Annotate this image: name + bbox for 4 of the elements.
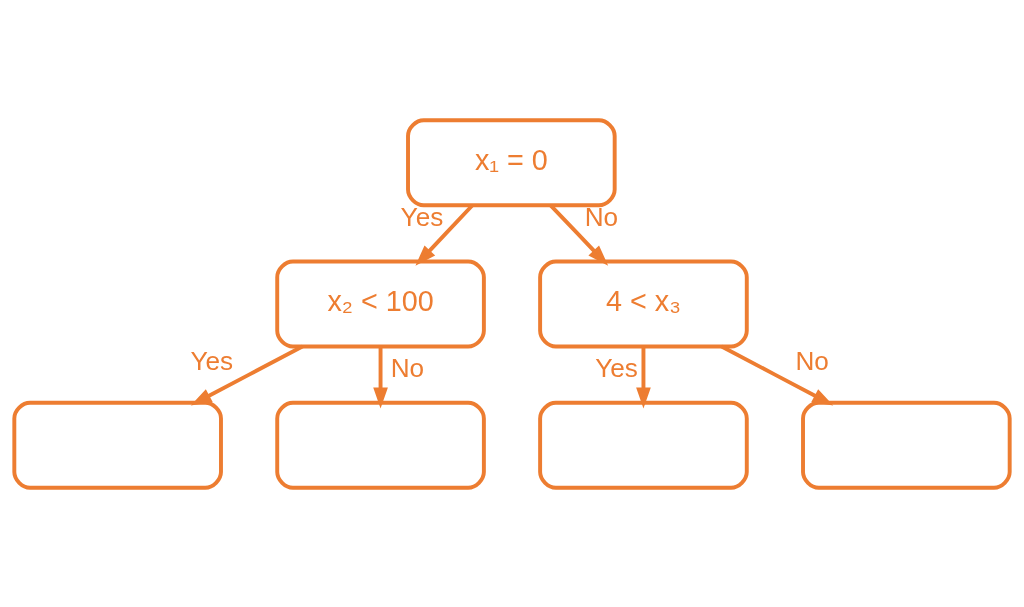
edge-label: No <box>390 352 425 383</box>
edge-label: No <box>795 345 829 376</box>
edge-label: Yes <box>595 352 638 383</box>
edge-label: Yes <box>190 345 234 376</box>
